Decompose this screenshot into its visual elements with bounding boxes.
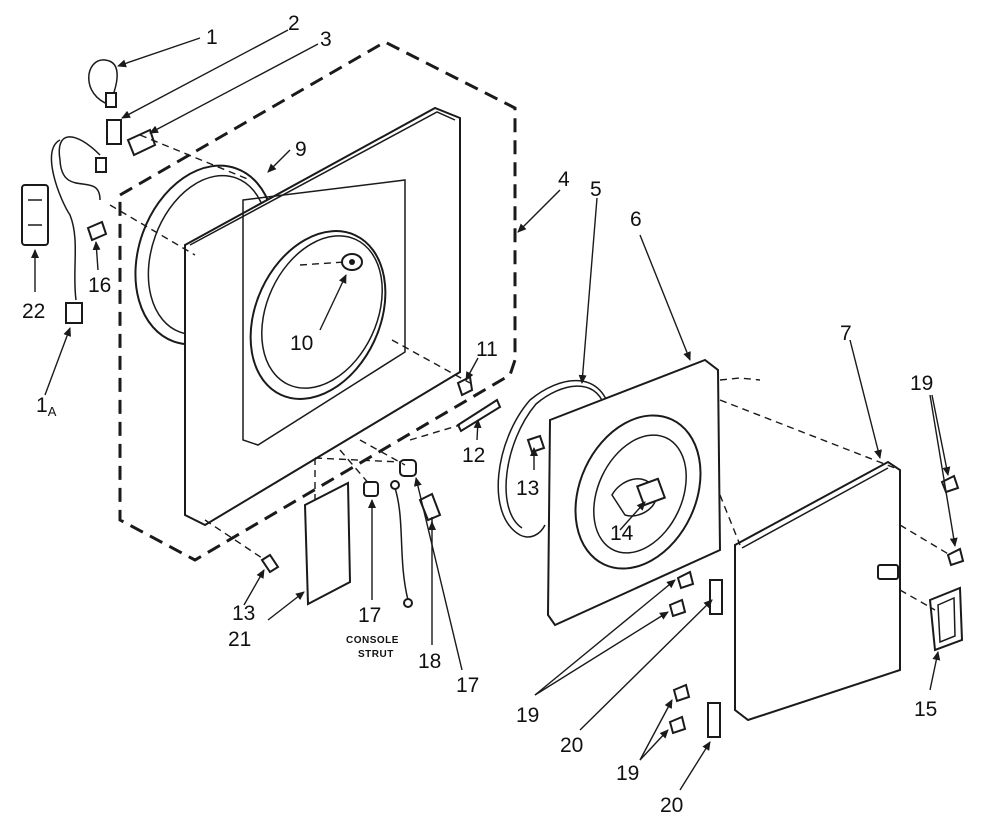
label-part-14: 14	[610, 522, 634, 545]
label-part-20-lower: 20	[660, 794, 683, 817]
label-part-12: 12	[462, 444, 485, 467]
label-part-13-lower: 13	[232, 602, 255, 625]
label-part-19-left: 19	[516, 704, 539, 727]
front-panel	[184, 106, 461, 527]
clip-part-16	[86, 220, 108, 242]
door-switch-part-2	[58, 119, 122, 201]
label-part-11: 11	[476, 338, 498, 361]
label-part-19-top: 19	[910, 372, 933, 395]
label-part-7: 7	[840, 322, 852, 345]
console-strut	[390, 480, 413, 608]
door-gasket-part-5	[497, 379, 611, 538]
label-part-5: 5	[590, 178, 602, 201]
part-labels: 1 2 3 4 5 6 7 9 10 11 12 13 13 14 15 16 …	[22, 12, 937, 817]
leader-arrows	[31, 29, 958, 791]
switch-bracket-part-3	[126, 128, 157, 157]
label-part-13-upper: 13	[516, 477, 539, 500]
nut-part-17-b	[399, 459, 417, 477]
cabinet-outline-part-4	[118, 40, 517, 562]
hinge-clip-part-11	[456, 375, 474, 397]
screw-part-13-lower	[260, 553, 280, 574]
label-part-3: 3	[320, 28, 332, 51]
connector-block-part-22	[21, 184, 49, 246]
label-part-9: 9	[295, 138, 307, 161]
assembly-lines	[109, 134, 951, 611]
screw-part-19-a	[668, 570, 695, 618]
label-strut: STRUT	[358, 649, 394, 660]
label-part-1a-main: 1	[36, 394, 48, 417]
wire-harness-part-1	[88, 59, 118, 108]
label-part-18: 18	[418, 650, 441, 673]
screw-part-13-upper	[526, 434, 546, 454]
label-part-1: 1	[206, 26, 218, 49]
label-part-19-bottom: 19	[616, 762, 639, 785]
access-plate-part-21	[303, 481, 352, 606]
label-part-1a: 1A	[36, 394, 57, 419]
label-part-15: 15	[914, 698, 937, 721]
label-part-1a-sub: A	[48, 404, 57, 419]
wire-lead-part-1a	[50, 139, 83, 324]
label-part-2: 2	[288, 12, 300, 35]
label-part-6: 6	[630, 208, 642, 231]
label-console: CONSOLE	[346, 635, 399, 646]
nut-part-17-a	[363, 481, 379, 497]
hinge-part-20-lower	[707, 702, 721, 738]
label-part-17-b: 17	[456, 674, 479, 697]
label-part-16: 16	[88, 274, 111, 297]
bolt-part-18	[418, 492, 442, 530]
hinge-part-20-upper	[709, 579, 723, 615]
door-handle-part-15	[928, 586, 964, 652]
screw-part-19-b	[668, 683, 691, 735]
stud-part-12	[456, 398, 502, 433]
screw-part-19-mid	[946, 547, 965, 567]
drum-sensor-part-10	[341, 253, 363, 271]
label-part-20-upper: 20	[560, 734, 583, 757]
label-part-10: 10	[290, 332, 313, 355]
label-part-22: 22	[22, 300, 45, 323]
inner-door-part-6	[546, 358, 722, 627]
label-part-21: 21	[228, 628, 251, 651]
label-part-17-a: 17	[358, 604, 381, 627]
door-latch-part-14	[635, 477, 667, 507]
outer-door-part-7	[734, 460, 901, 722]
label-part-4: 4	[558, 168, 570, 191]
